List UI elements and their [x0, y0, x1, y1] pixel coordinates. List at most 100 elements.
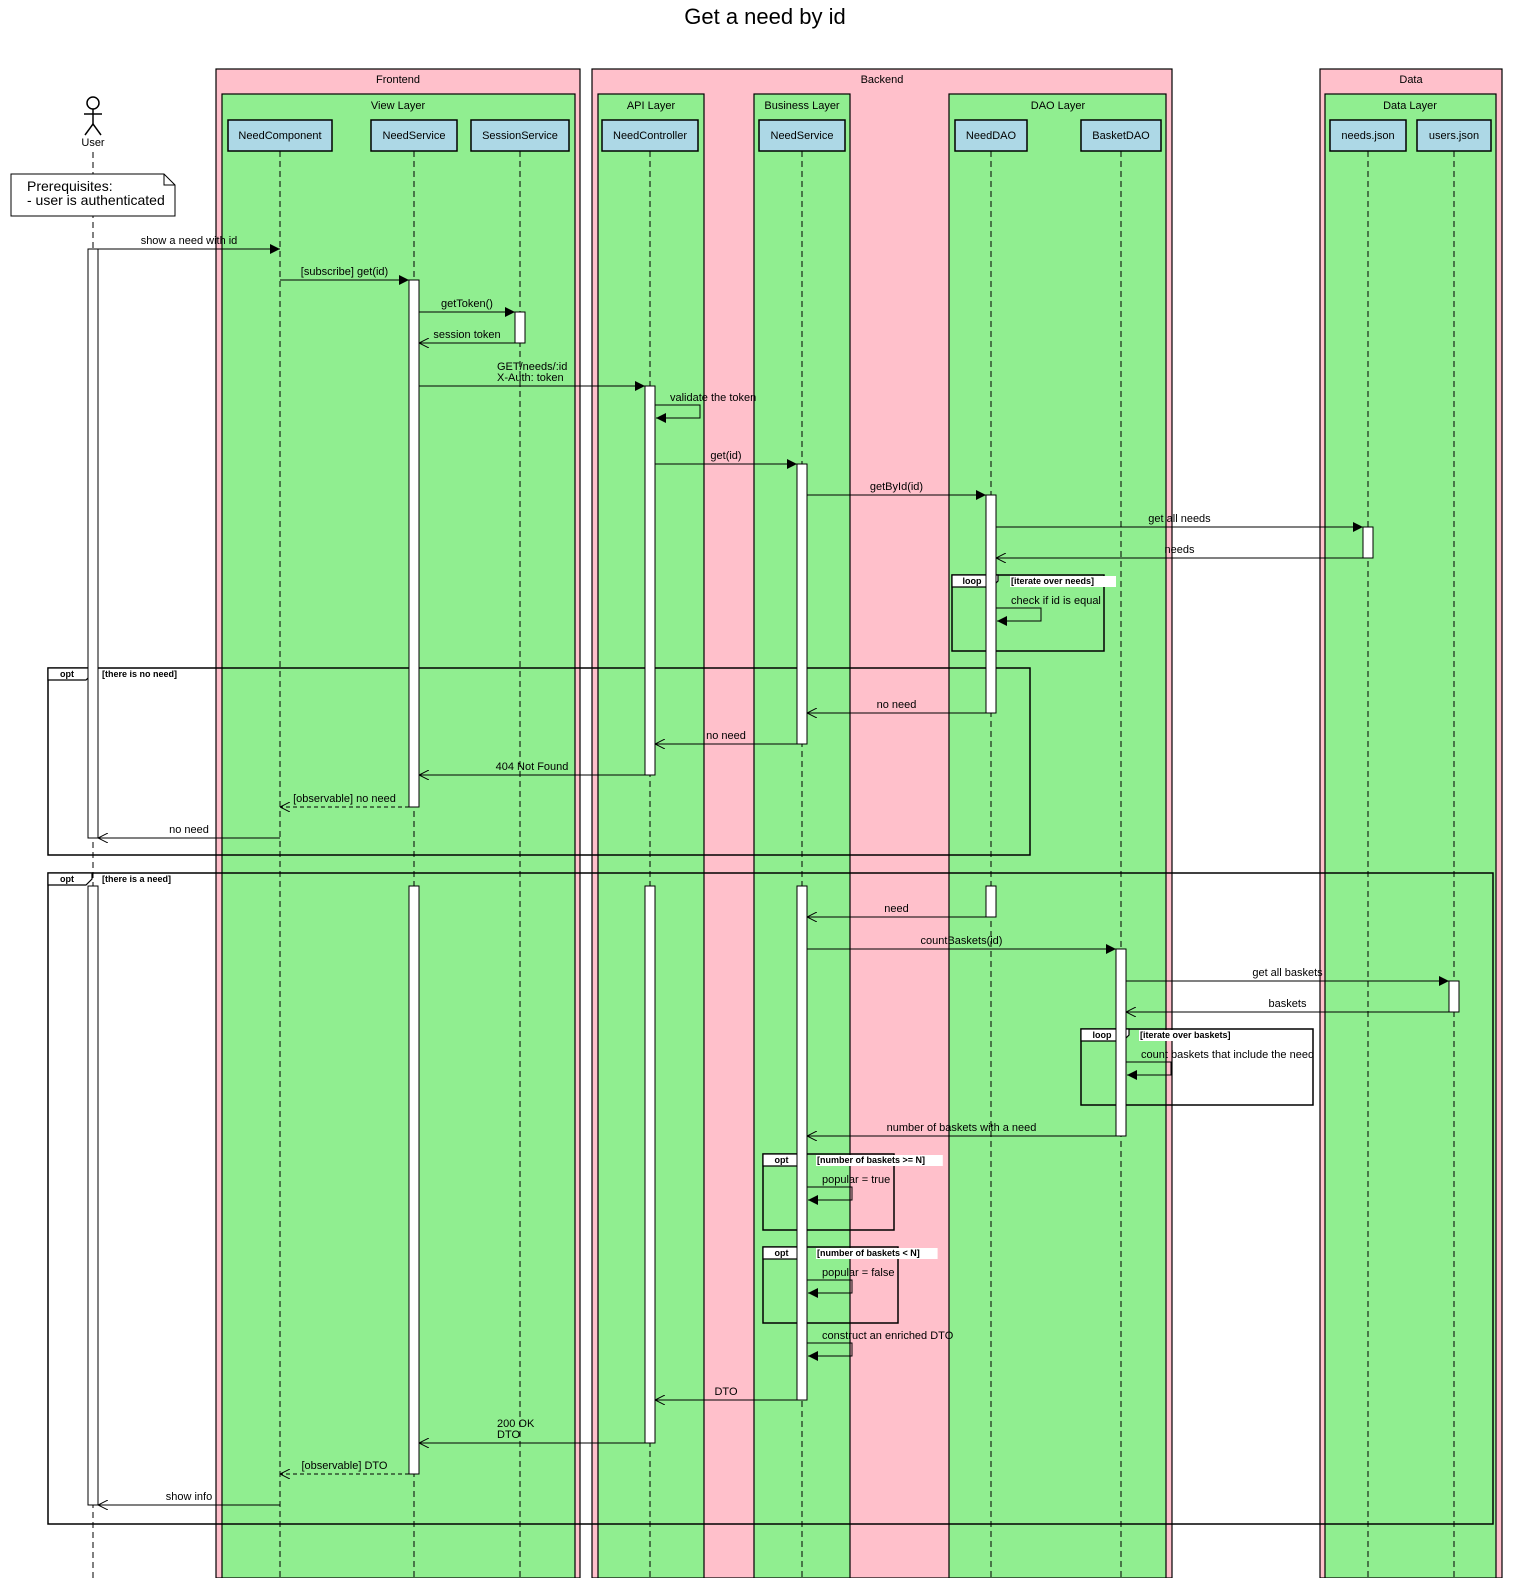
activation-sessionservice — [514, 311, 526, 344]
participant-label: needs.json — [1341, 130, 1394, 142]
fragment-operator: loop — [963, 576, 982, 586]
lane-label-api: API Layer — [627, 100, 676, 112]
message-reply: baskets — [1126, 998, 1449, 1012]
diagram-title: Get a need by id — [684, 4, 845, 29]
messages: show a need with id [subscribe] get(id) ge… — [98, 235, 1449, 1505]
activations — [87, 248, 1460, 1506]
message-label: get all needs — [1148, 513, 1211, 525]
participant-sessionservice: SessionService — [470, 119, 570, 152]
fragment-opt: opt[there is a need] — [47, 872, 1494, 1525]
message-label-line: X-Auth: token — [497, 372, 564, 384]
message-label-line: 200 OK — [497, 1418, 535, 1430]
participant-needservice_be: NeedService — [758, 119, 846, 152]
message-label: popular = true — [822, 1174, 890, 1186]
activation-user — [87, 248, 99, 839]
activation-needdao — [985, 885, 997, 918]
message-label: number of baskets with a need — [887, 1122, 1037, 1134]
fragment-operator: opt — [60, 669, 74, 679]
message-label: [subscribe] get(id) — [301, 266, 388, 278]
message-sync: show a need with id — [98, 235, 280, 254]
fragment-operator: opt — [60, 874, 74, 884]
message-label: no need — [169, 824, 209, 836]
message-label: 404 Not Found — [496, 761, 569, 773]
message-self: construct an enriched DTO — [807, 1330, 954, 1361]
participant-basketdao: BasketDAO — [1080, 119, 1162, 152]
message-label: count baskets that include the need — [1141, 1049, 1314, 1061]
message-label: need — [884, 903, 908, 915]
participant-needcomponent: NeedComponent — [227, 119, 333, 152]
message-label: get all baskets — [1252, 967, 1323, 979]
participant-label: NeedService — [771, 130, 834, 142]
activation-usersjson — [1448, 980, 1460, 1013]
message-label: popular = false — [822, 1267, 894, 1279]
message-reply: number of baskets with a need — [807, 1122, 1116, 1136]
activation-needcontroller — [644, 885, 656, 1444]
message-reply: 404 Not Found — [419, 761, 645, 775]
participant-label: NeedComponent — [238, 130, 321, 142]
message-label: DTO — [714, 1386, 737, 1398]
lane-label-view: View Layer — [371, 100, 426, 112]
message-label: getById(id) — [870, 481, 923, 493]
message-label: [observable] DTO — [301, 1460, 387, 1472]
message-reply: DTO — [655, 1386, 797, 1400]
activation-needservice_fe — [408, 279, 420, 808]
participant-label: users.json — [1429, 130, 1479, 142]
message-label: check if id is equal — [1011, 595, 1101, 607]
message-label-line: DTO — [497, 1429, 520, 1441]
participant-needservice_fe: NeedService — [370, 119, 458, 152]
message-dashed: [observable] no need — [280, 793, 409, 807]
actor-user: User — [81, 96, 105, 149]
fragment-guard: [iterate over needs] — [1011, 576, 1094, 586]
lifelines — [92, 151, 1455, 1578]
group-label-frontend: Frontend — [376, 74, 420, 86]
fragment-opt: opt[there is no need] — [47, 667, 1031, 856]
message-self: validate the token — [655, 392, 756, 423]
lane-label-business: Business Layer — [764, 100, 840, 112]
message-label: show a need with id — [141, 235, 238, 247]
message-sync: get(id) — [655, 450, 797, 469]
fragment-guard: [iterate over baskets] — [1140, 1030, 1231, 1040]
message-label: countBaskets(id) — [921, 935, 1003, 947]
fragment-operator: opt — [775, 1248, 789, 1258]
stick-figure-icon — [84, 96, 102, 136]
message-label: no need — [877, 699, 917, 711]
note-line-1: Prerequisites: — [27, 178, 113, 194]
lane-label-data: Data Layer — [1383, 100, 1437, 112]
message-label: validate the token — [670, 392, 756, 404]
activation-needcontroller — [644, 385, 656, 776]
message-self: check if id is equal — [996, 595, 1101, 626]
message-self: count baskets that include the need — [1126, 1049, 1314, 1080]
note-line-2: - user is authenticated — [27, 192, 165, 208]
activation-basketdao — [1115, 948, 1127, 1137]
message-sync: GET/needs/:idX-Auth: token — [419, 361, 645, 391]
message-label: getToken() — [441, 298, 493, 310]
prerequisites-note: Prerequisites: - user is authenticated — [10, 173, 176, 217]
participant-label: NeedService — [383, 130, 446, 142]
participant-label: NeedDAO — [966, 130, 1017, 142]
message-sync: get all baskets — [1126, 967, 1449, 986]
message-label: needs — [1165, 544, 1195, 556]
lane-data-layer: Data Layer — [1324, 93, 1497, 1578]
participant-needdao: NeedDAO — [954, 119, 1028, 152]
activation-user — [87, 885, 99, 1506]
lane-label-dao: DAO Layer — [1031, 100, 1086, 112]
activation-needservice_fe — [408, 885, 420, 1475]
fragment-guard: [number of baskets < N] — [817, 1248, 920, 1258]
group-label-backend: Backend — [861, 74, 904, 86]
participant-label: BasketDAO — [1092, 130, 1150, 142]
lane-dao-layer: DAO Layer — [948, 93, 1167, 1578]
message-sync: get all needs — [996, 513, 1363, 532]
fragment-operator: loop — [1093, 1030, 1112, 1040]
participants: NeedComponent NeedService SessionService Ne… — [227, 119, 1492, 152]
message-label: show info — [166, 1491, 212, 1503]
message-sync: getToken() — [419, 298, 515, 317]
message-sync: countBaskets(id) — [807, 935, 1116, 954]
message-label: session token — [433, 329, 500, 341]
participant-needsjson: needs.json — [1329, 119, 1407, 152]
message-reply: no need — [98, 824, 280, 838]
fragment-guard: [number of baskets >= N] — [817, 1155, 925, 1165]
message-reply: session token — [419, 329, 515, 343]
message-self: popular = true — [807, 1174, 890, 1205]
message-label: construct an enriched DTO — [822, 1330, 954, 1342]
